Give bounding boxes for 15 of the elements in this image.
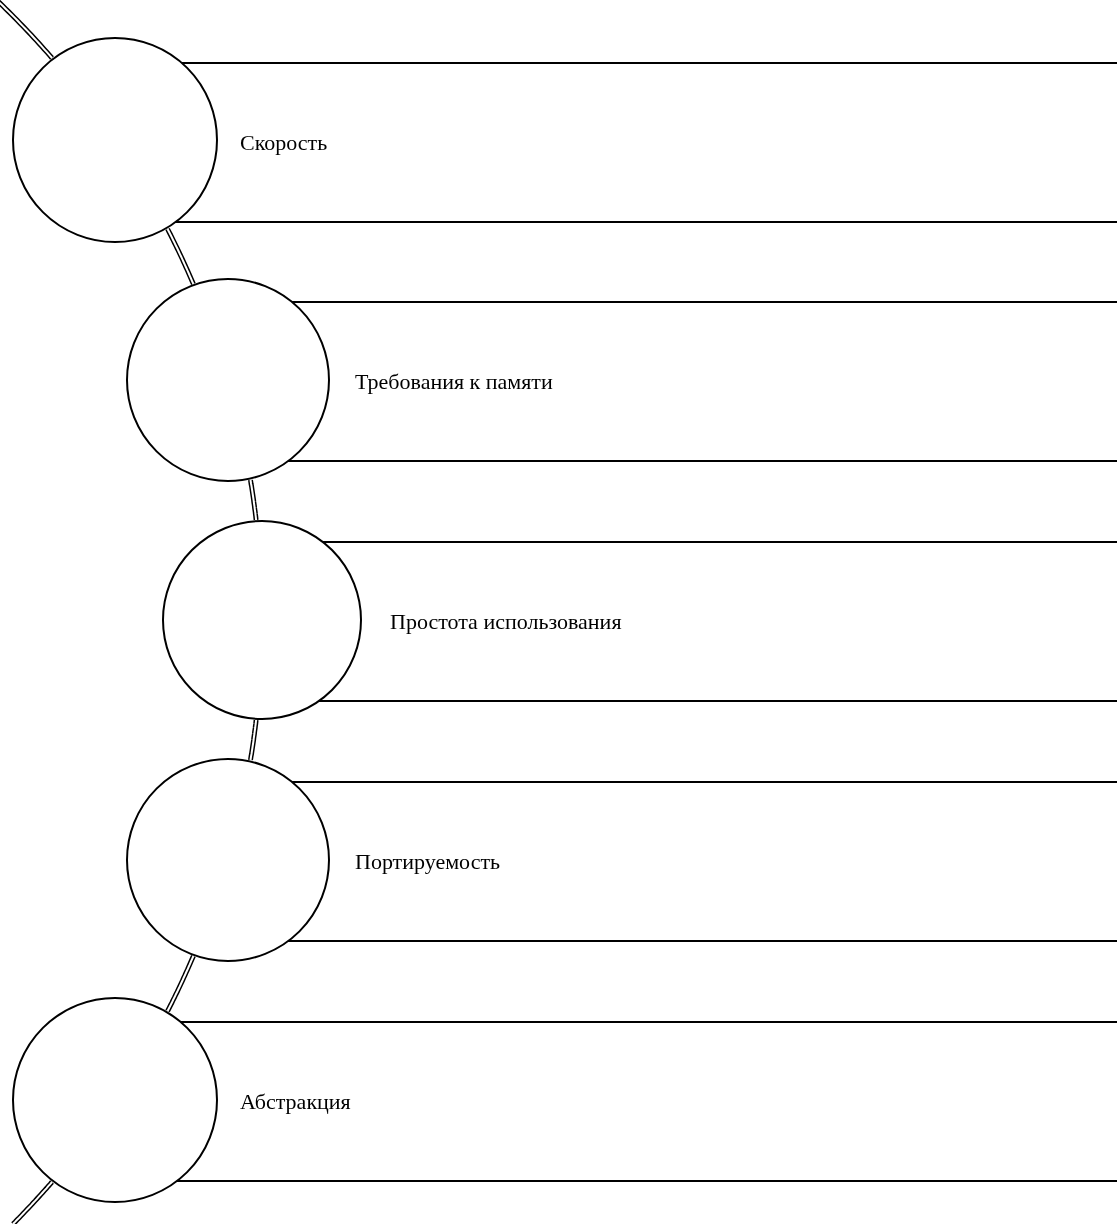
double-line-connector xyxy=(165,955,196,1013)
band-label: Абстракция xyxy=(240,1087,352,1116)
list-band xyxy=(364,541,1117,702)
double-line-connector xyxy=(248,719,259,761)
list-band xyxy=(220,1021,1117,1182)
band-label: Требования к памяти xyxy=(355,367,554,396)
double-line-connector xyxy=(0,0,54,60)
double-line-connector xyxy=(11,1180,54,1224)
double-line-connector xyxy=(165,227,196,286)
band-label: Портируемость xyxy=(355,847,502,876)
list-band xyxy=(332,301,1117,462)
band-label: Простота использования xyxy=(390,607,623,636)
band-label: Скорость xyxy=(240,128,329,157)
list-band xyxy=(332,781,1117,942)
list-band xyxy=(220,62,1117,223)
